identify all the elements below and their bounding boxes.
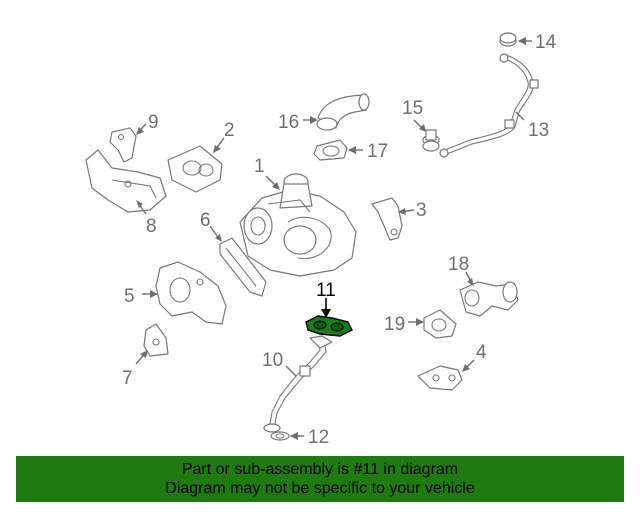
- arrowhead-15: [419, 124, 426, 132]
- arrowhead-16: [310, 116, 318, 124]
- part-17-gasket: [313, 139, 348, 161]
- arrowhead-1: [272, 182, 280, 190]
- callout-17: 17: [367, 141, 388, 162]
- part-6-gasket: [219, 237, 267, 297]
- callout-4: 4: [476, 342, 487, 363]
- callout-3: 3: [416, 200, 427, 221]
- arrowhead-4: [462, 364, 470, 372]
- arrowhead-19: [416, 318, 424, 326]
- part-11-gasket-highlighted[interactable]: [305, 315, 353, 337]
- callout-12: 12: [308, 427, 329, 448]
- part-9-bracket: [109, 127, 137, 163]
- part-2-gasket: [167, 145, 223, 193]
- callout-19: 19: [384, 314, 405, 335]
- part-13-oil-pipe: [439, 53, 539, 158]
- callout-14: 14: [535, 32, 557, 53]
- callout-8: 8: [146, 216, 157, 237]
- part-4-bracket: [417, 365, 463, 391]
- arrowhead-3: [398, 208, 406, 215]
- arrowhead-7: [140, 350, 148, 358]
- arrowhead-8: [136, 200, 143, 208]
- part-1-turbocharger: [239, 173, 357, 277]
- arrowhead-18: [467, 278, 474, 286]
- callout-13: 13: [528, 120, 549, 141]
- arrowhead-6: [215, 234, 222, 242]
- part-19-gasket: [423, 309, 457, 339]
- callout-9: 9: [148, 112, 159, 133]
- leader-13: [515, 111, 525, 121]
- parts-diagram: 14 13 15 16 17 9: [85, 32, 557, 448]
- callout-1: 1: [254, 156, 265, 177]
- callout-6: 6: [200, 210, 211, 231]
- leader-10: [285, 365, 297, 377]
- part-16-inlet-elbow: [316, 93, 370, 131]
- arrowhead-11: [321, 309, 331, 318]
- arrowhead-9: [136, 127, 144, 135]
- part-10-oil-return-pipe: [263, 335, 333, 433]
- callout-2: 2: [224, 120, 235, 141]
- callout-7: 7: [122, 368, 133, 389]
- part-8-heat-shield: [85, 149, 167, 213]
- part-18-outlet-elbow: [459, 281, 519, 317]
- arrowhead-2: [213, 145, 221, 153]
- callout-5: 5: [124, 286, 135, 307]
- part-12-gasket: [270, 431, 290, 441]
- banner-line-disclaimer: Diagram may not be specific to your vehi…: [165, 480, 475, 497]
- part-15-banjo-bolt: [422, 129, 440, 152]
- arrowhead-5: [150, 290, 158, 298]
- callout-10: 10: [262, 350, 283, 371]
- banner-line-part: Part or sub-assembly is #11 in diagram: [181, 461, 459, 478]
- part-5-exhaust-manifold: [155, 261, 227, 325]
- callout-15: 15: [402, 98, 423, 119]
- callout-11: 11: [316, 280, 336, 301]
- info-banner: Part or sub-assembly is #11 in diagram D…: [16, 456, 624, 502]
- callout-18: 18: [448, 254, 469, 275]
- parts-diagram-svg: 14 13 15 16 17 9: [85, 32, 557, 448]
- part-3-bracket: [371, 197, 403, 241]
- part-14-ring: [499, 32, 517, 47]
- arrowhead-14: [518, 37, 526, 45]
- callout-16: 16: [278, 112, 299, 133]
- arrowhead-12: [290, 432, 298, 440]
- part-7-small-bracket: [143, 323, 169, 357]
- arrowhead-17: [348, 146, 356, 154]
